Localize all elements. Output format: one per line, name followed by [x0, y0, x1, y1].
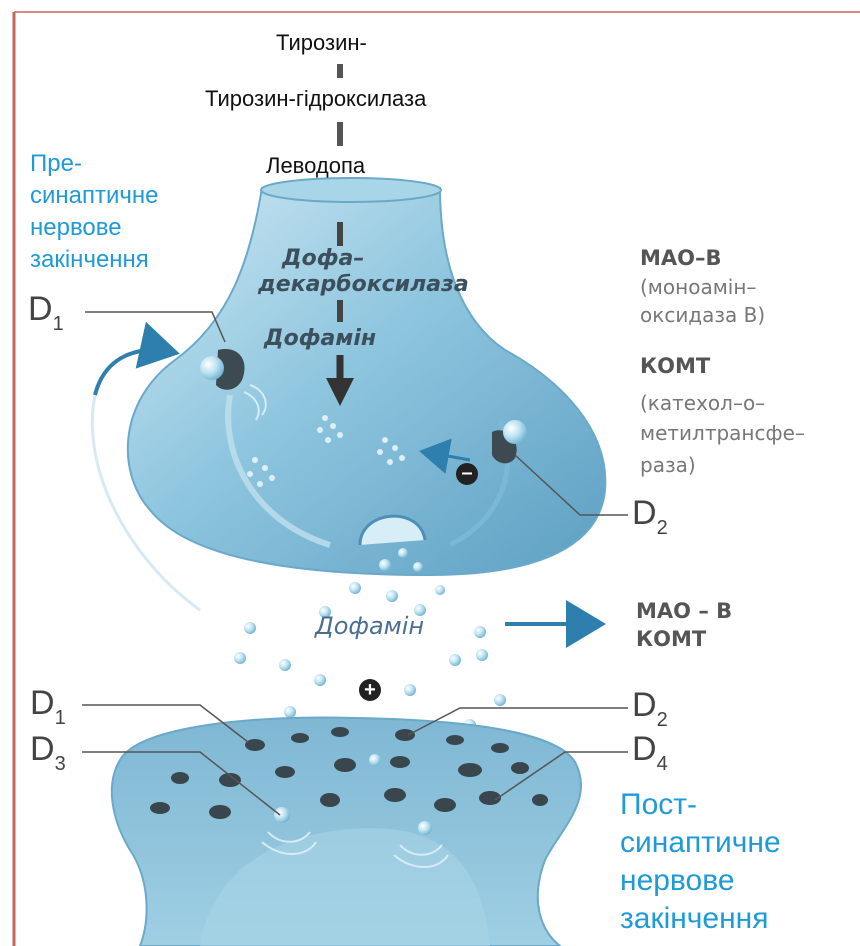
receptor-label-d1-presynaptic: D1	[28, 290, 64, 336]
receptor-label-d1-postsynaptic: D1	[30, 684, 66, 730]
pathway-dash-3	[337, 222, 343, 246]
receptor-label-d2-presynaptic: D2	[632, 494, 668, 540]
mao-b-desc-line1: (моноамін–	[640, 272, 756, 302]
postsynaptic-label-line1: Пост-	[620, 786, 697, 824]
plus-sign: +	[363, 676, 377, 704]
pathway-step-tyrosine: Тирозин-	[276, 30, 367, 56]
axon-rim	[261, 178, 441, 202]
pathway-step-tyrosine-hydroxylase: Тирозин-гідроксилаза	[205, 86, 426, 112]
postsynaptic-label-line2: синаптичне	[620, 824, 781, 862]
receptor-label-d4-postsynaptic: D4	[632, 730, 668, 776]
cleft-target-comt: КОМТ	[636, 624, 706, 654]
comt-title: КОМТ	[640, 354, 710, 378]
presynaptic-label-line1: Пре-	[30, 148, 82, 180]
pathway-dash-4	[337, 300, 343, 322]
receptor-label-d2-postsynaptic: D2	[632, 686, 668, 732]
presynaptic-label-line2: синаптичне	[30, 180, 159, 212]
presynaptic-label-line3: нервове	[30, 212, 122, 244]
mao-b-desc-line2: оксидаза В)	[640, 300, 765, 330]
mao-b-title: МАО–В	[640, 246, 722, 270]
comt-desc-line1: (катехол–о–	[640, 388, 765, 418]
presynaptic-terminal	[128, 188, 606, 575]
dopamine-cleft-label: Дофамін	[315, 612, 424, 640]
postsynaptic-label-line3: нервове	[620, 862, 735, 900]
minus-sign: –	[460, 460, 474, 486]
pathway-dash-2	[337, 122, 343, 146]
comt-desc-line3: раза)	[640, 450, 696, 480]
dopa-decarboxylase-line1: Дофа–	[282, 246, 364, 271]
presynaptic-label-line4: закінчення	[30, 244, 149, 276]
postsynaptic-label-line4: закінчення	[620, 900, 769, 938]
dopa-decarboxylase-line2: декарбоксилаза	[258, 272, 469, 297]
comt-desc-line2: метилтрансфе–	[640, 418, 805, 448]
pathway-step-levodopa: Леводопа	[266, 153, 365, 179]
pathway-dash-1	[337, 64, 343, 78]
cleft-target-mao: МАО – В	[636, 596, 732, 626]
receptor-label-d3-postsynaptic: D3	[30, 730, 66, 776]
dopamine-inside-label: Дофамін	[264, 326, 376, 351]
